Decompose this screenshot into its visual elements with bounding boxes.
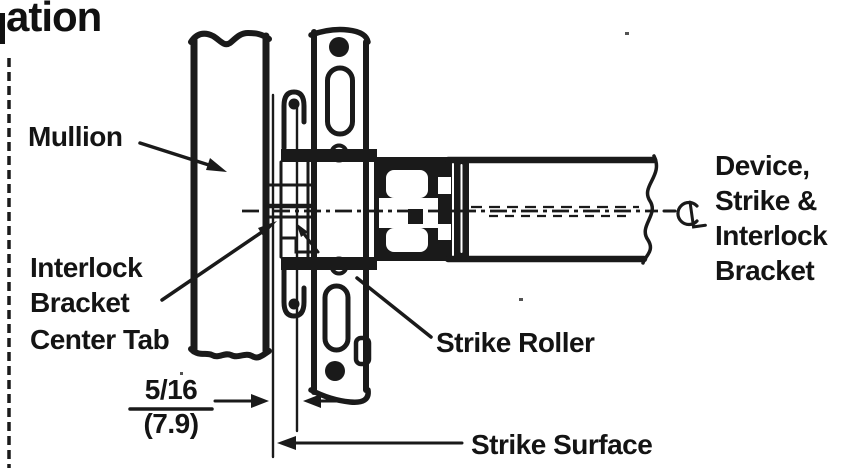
centerline-symbol-icon [662,200,707,229]
interlock-top-pin [288,98,300,110]
interlock-bracket-label-line3: Center Tab [30,324,170,355]
device-label-line3: Interlock [715,220,828,251]
bracket-top-flange [281,149,377,162]
plate-hole-lower [329,256,349,276]
device-end-bar [454,159,469,258]
strike-roller-shape [374,157,452,261]
interlock-bottom-pin [288,298,300,310]
interlock-bracket-shape [266,89,377,319]
plate-bottom-rivet [325,361,345,381]
interlock-bracket-label-line2: Bracket [30,287,130,318]
plate-top-rivet [329,37,349,57]
mullion-break-bottom [188,346,272,361]
plate-hole-upper [329,143,349,163]
center-tab-shape [266,160,314,259]
roller-hub [408,209,423,224]
page-heading-fragment: ation [6,0,102,40]
strike-surface-leader-arrow [277,436,464,450]
dimension-inches-value: 5/16 [144,374,198,405]
plate-bottom-slot [322,283,351,353]
strike-plate-shape [308,26,372,405]
mullion-label: Mullion [28,121,123,152]
dimension-mm-value: (7.9) [143,408,199,439]
strike-roller-label: Strike Roller [436,327,595,358]
rail-break-line [641,154,659,265]
dimension-arrows [128,394,350,411]
mullion-break-top [188,29,272,48]
device-label-line1: Device, [715,150,810,181]
plate-top-slot [325,65,355,137]
device-label-line2: Strike & [715,185,817,216]
device-rail-shape [444,154,659,265]
scan-specks [180,32,629,375]
bracket-bottom-flange [281,257,377,270]
interlock-bracket-label-line1: Interlock [30,252,143,283]
device-label-line4: Bracket [715,255,815,286]
mullion-leader-arrow [138,141,227,172]
strike-surface-label: Strike Surface [471,429,653,460]
strike-roller-leader-line [355,276,433,339]
mullion-shape [188,29,272,361]
interlock-leader-arrow [160,221,320,302]
plate-side-ear [353,335,372,367]
heading-clipped-letter [0,13,5,44]
